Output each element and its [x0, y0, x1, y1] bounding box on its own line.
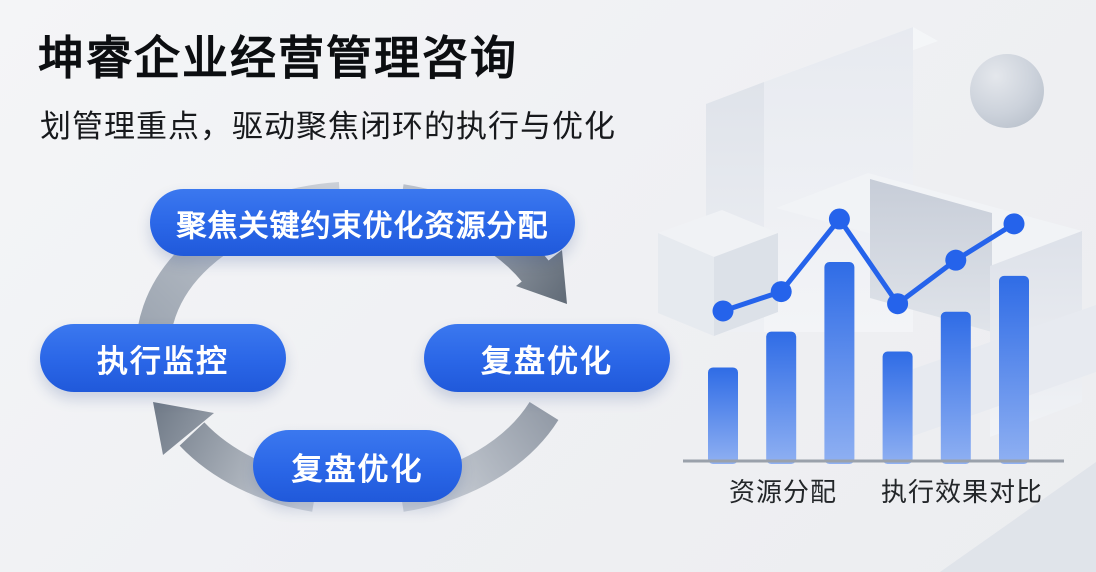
sphere-decoration [970, 54, 1044, 128]
chart-bar [824, 262, 855, 464]
chart-line [720, 216, 1017, 314]
cube-decoration [870, 179, 992, 332]
cycle-node-review-bottom: 复盘优化 [253, 430, 462, 502]
cube-decoration [764, 27, 938, 96]
chart-point [828, 208, 850, 230]
cycle-arrow-top-right-icon [516, 250, 567, 304]
cycle-node-monitor: 执行监控 [40, 324, 286, 392]
chart-bar [766, 331, 797, 464]
cycle-node-review-right: 复盘优化 [424, 324, 670, 392]
cube-decoration [990, 231, 1082, 437]
cube-decoration [658, 233, 714, 336]
chart-group-label-effect: 执行效果对比 [880, 477, 1044, 507]
cube-decoration [658, 210, 778, 257]
cube-decoration [913, 305, 1096, 436]
cycle-node-label: 聚焦关键约束优化资源分配 [176, 209, 549, 243]
cube-decoration [776, 173, 1082, 266]
chart-point [945, 249, 967, 271]
chart-bar [882, 351, 913, 464]
cube-decoration [764, 27, 913, 332]
cycle-node-plan: 聚焦关键约束优化资源分配 [150, 189, 575, 256]
chart-bar [999, 275, 1029, 464]
page-title: 坤睿企业经营管理咨询 [38, 32, 518, 84]
chart-point [887, 293, 909, 315]
cycle-arrow-bottom-left-icon [153, 402, 214, 455]
cube-decoration [706, 82, 764, 332]
page-subtitle: 划管理重点，驱动聚焦闭环的执行与优化 [40, 109, 616, 144]
chart-point [1003, 213, 1025, 235]
chart-bar [940, 311, 971, 464]
chart-point [712, 300, 734, 322]
chart-point [770, 281, 792, 303]
cycle-node-label: 复盘优化 [291, 451, 424, 487]
chart-group-label-resources: 资源分配 [728, 477, 838, 507]
cycle-node-label: 执行监控 [97, 343, 229, 379]
chart-bar [708, 367, 738, 464]
cycle-node-label: 复盘优化 [481, 343, 613, 379]
cube-decoration [714, 233, 778, 336]
